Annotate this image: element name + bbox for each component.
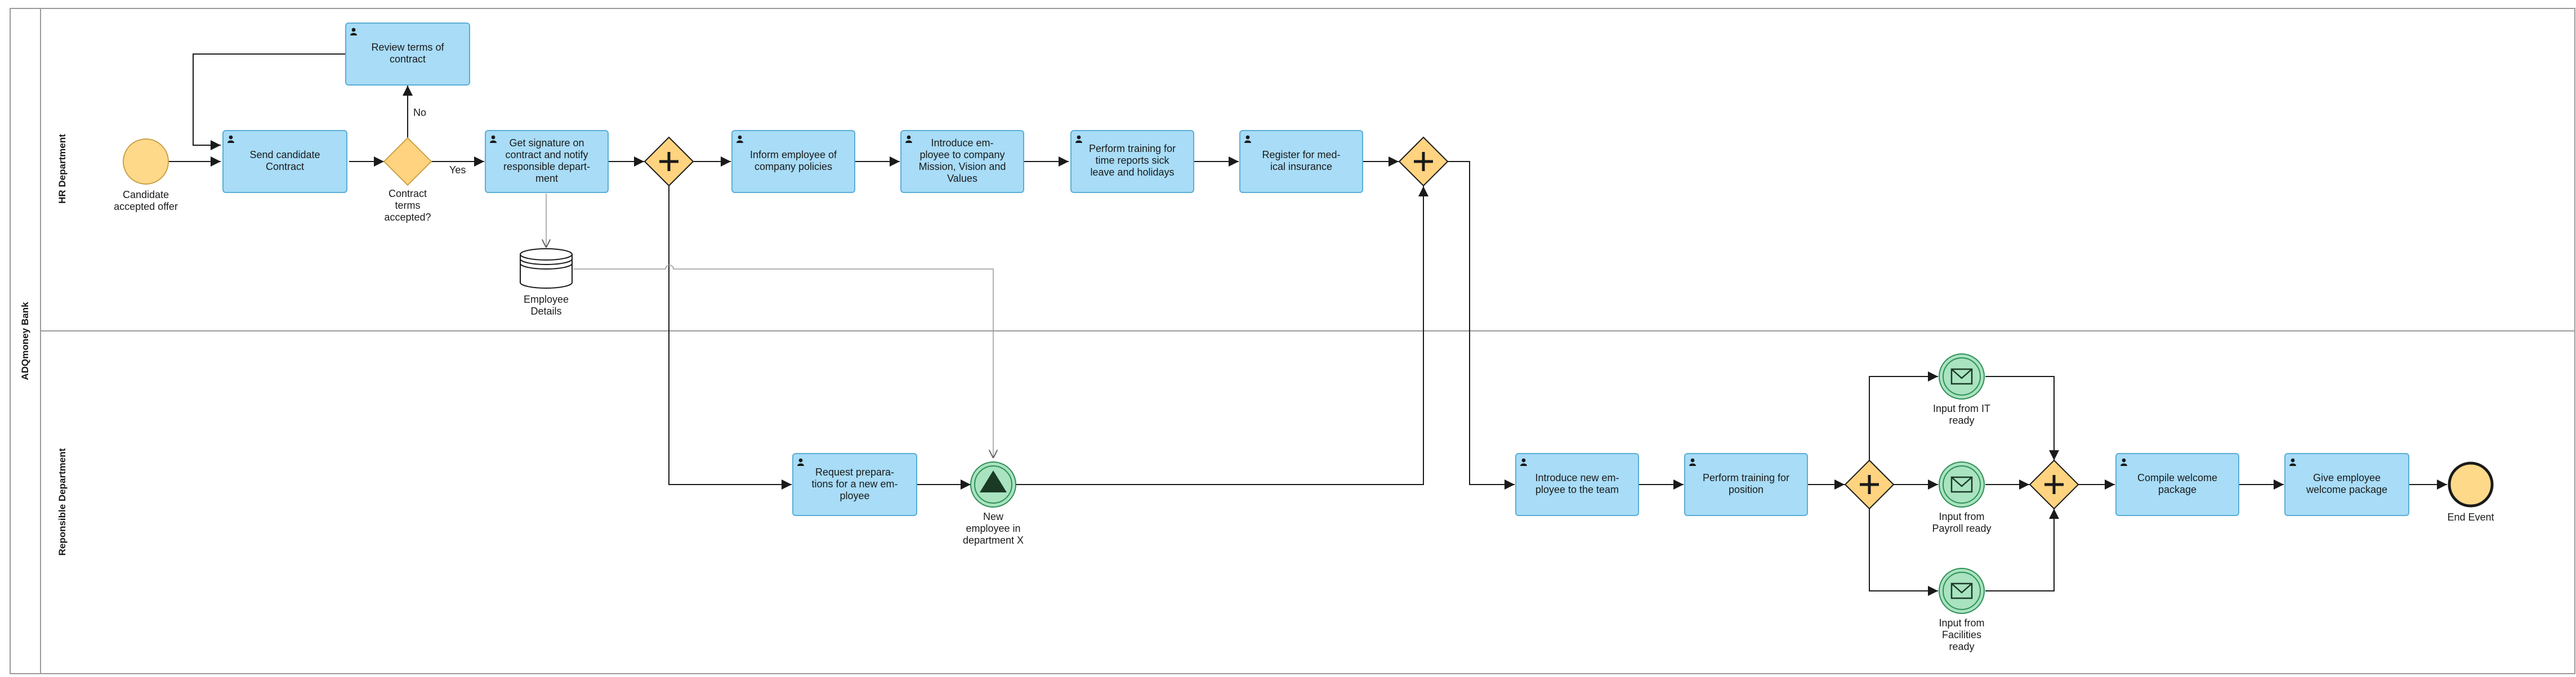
parallel-gateway-split-inputs[interactable] — [1844, 459, 1895, 510]
plus-icon — [1414, 152, 1433, 171]
start-event[interactable] — [123, 138, 169, 185]
svg-text:Register for med-ical insuranc: Register for med-ical insurance — [1262, 149, 1340, 172]
end-event-label: End Event — [2447, 512, 2494, 523]
flow-label-no: No — [413, 107, 426, 118]
pool: ADQmoney Bank HR Department Reponsible D… — [10, 8, 2575, 674]
sequence-flows — [169, 53, 2447, 596]
plus-icon — [2044, 475, 2064, 494]
flow-parallel-to-request — [668, 186, 792, 490]
association-store-to-new-employee — [573, 264, 993, 458]
flow-it-to-join — [1985, 376, 2059, 460]
data-store-employee-details[interactable] — [520, 248, 573, 289]
svg-text:Request prepara-tions for a ne: Request prepara-tions for a new em-ploye… — [811, 467, 898, 501]
flow-facilities-to-join — [1985, 509, 2059, 591]
pool-border — [10, 8, 2575, 674]
flow-split-to-it — [1869, 371, 1938, 460]
task-request-preparations[interactable]: Request prepara-tions for a new em-ploye… — [792, 453, 917, 516]
flow-split-to-facilities — [1869, 509, 1938, 596]
envelope-icon — [1950, 476, 1973, 493]
event-input-facilities[interactable] — [1939, 568, 1985, 614]
parallel-gateway-join-inputs[interactable] — [2029, 459, 2079, 510]
svg-text:Introduce new em-ployee to the: Introduce new em-ployee to the team — [1535, 472, 1619, 495]
flow-review-to-send — [193, 53, 346, 150]
event-input-it[interactable] — [1939, 353, 1985, 400]
data-associations — [546, 194, 993, 458]
gateway-contract-terms[interactable] — [383, 137, 432, 186]
flow-label-yes: Yes — [449, 164, 466, 176]
pool-label: ADQmoney Bank — [20, 302, 30, 380]
flow-new-employee-to-join — [1016, 186, 1428, 485]
parallel-gateway-split-hr[interactable] — [644, 136, 694, 187]
event-input-payroll[interactable] — [1939, 461, 1985, 508]
lane-label-responsible: Reponsible Department — [57, 448, 68, 555]
flow-join-to-introduce-team — [1447, 161, 1515, 490]
task-register-medical-insurance[interactable]: Register for med-ical insurance — [1239, 130, 1363, 193]
signal-triangle-icon — [980, 470, 1007, 492]
event-new-employee-signal[interactable] — [970, 461, 1016, 508]
task-introduce-to-team[interactable]: Introduce new em-ployee to the team — [1515, 453, 1639, 516]
plus-icon — [659, 152, 678, 171]
plus-icon — [1860, 475, 1879, 494]
end-event[interactable] — [2448, 461, 2494, 508]
envelope-icon — [1950, 582, 1973, 599]
parallel-gateway-join-hr[interactable] — [1398, 136, 1449, 187]
envelope-icon — [1950, 368, 1973, 385]
lane-label-hr: HR Department — [57, 134, 68, 204]
